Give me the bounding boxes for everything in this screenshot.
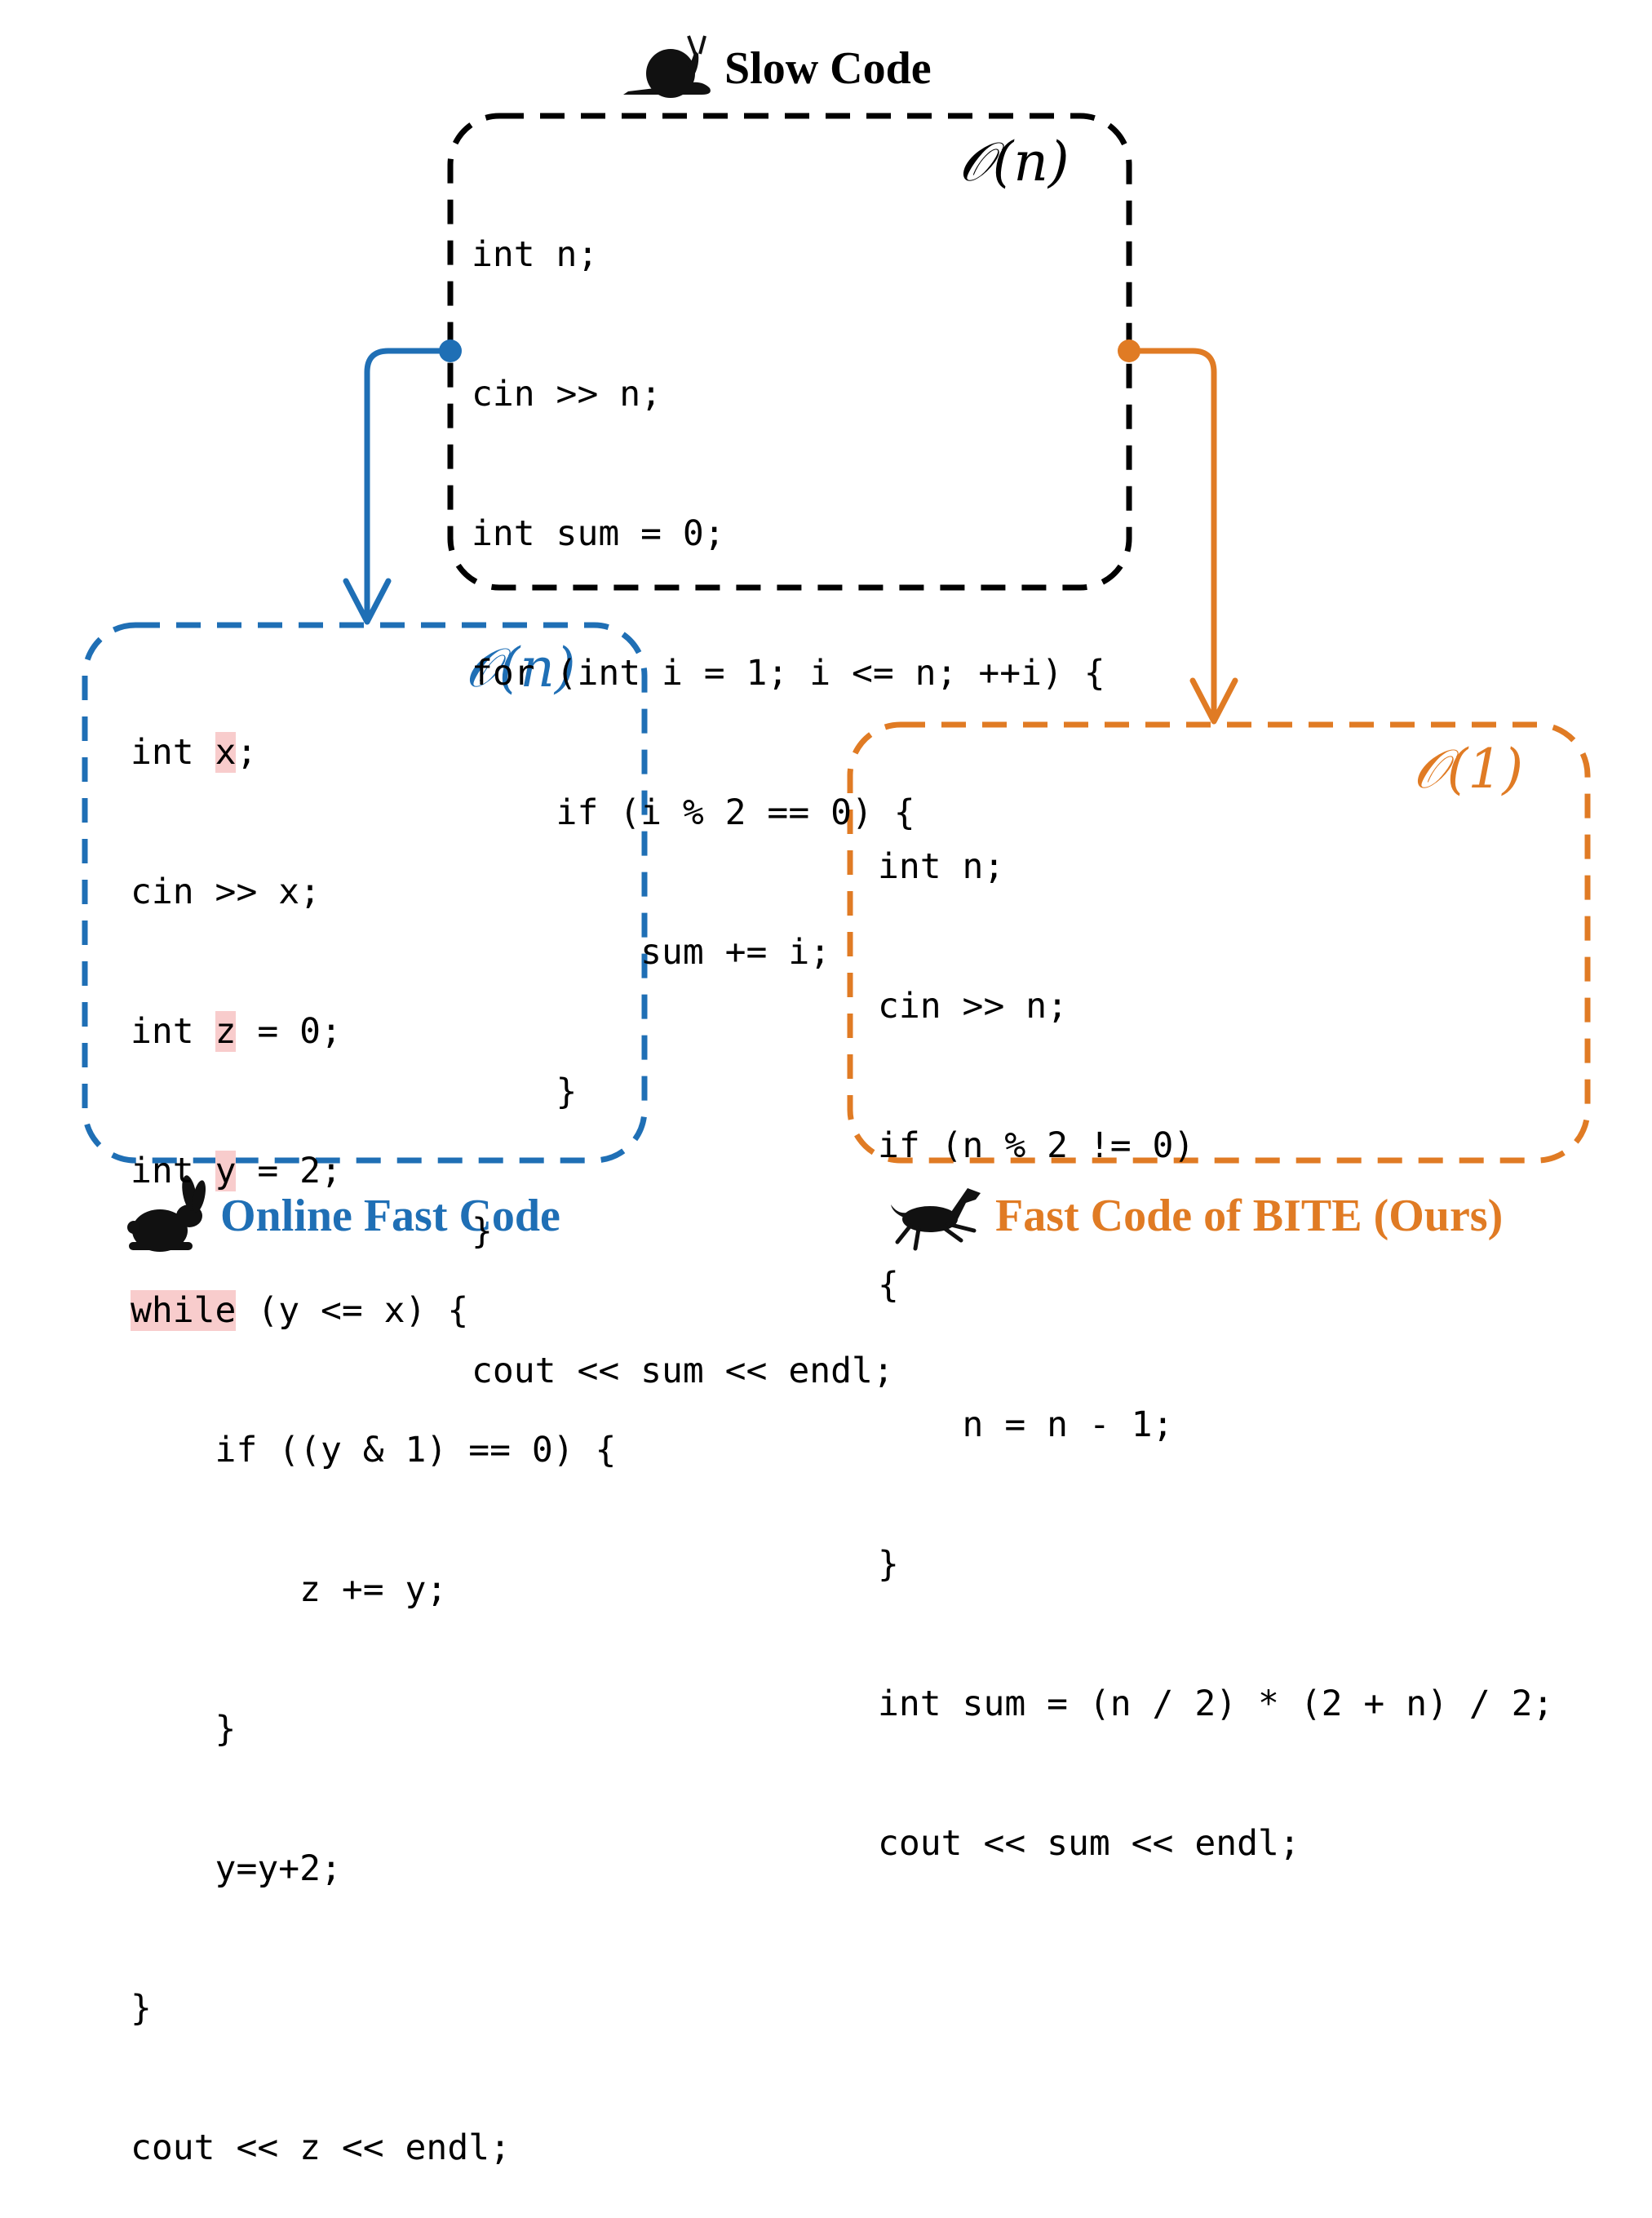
code-line: if ((y & 1) == 0) { — [131, 1430, 617, 1471]
code-line: n = n - 1; — [878, 1404, 1174, 1445]
code-line: y=y+2; — [131, 1848, 342, 1889]
code-line: int x; — [131, 732, 258, 773]
renamed-token-highlight: x — [215, 732, 237, 773]
slow-to-online-arrow — [343, 339, 462, 625]
code-line: z += y; — [131, 1569, 448, 1610]
bite-code-box — [847, 721, 1591, 1164]
renamed-token-highlight: z — [215, 1011, 237, 1052]
code-line: } — [131, 1709, 237, 1750]
bite-fast-code-title: Fast Code of BITE (Ours) — [995, 1191, 1504, 1241]
code-line: cin >> n; — [878, 986, 1068, 1027]
slow-code-title: Slow Code — [724, 43, 932, 94]
code-line: int sum = 0; — [472, 513, 725, 554]
code-line: while (y <= x) { — [131, 1290, 469, 1331]
code-line: { — [878, 1265, 899, 1306]
code-line: int sum = (n / 2) * (2 + n) / 2; — [878, 1683, 1554, 1724]
code-line: } — [472, 1071, 578, 1112]
bite-code-block: int n; cin >> n; if (n % 2 != 0) { n = n… — [878, 751, 1553, 1914]
slow-complexity-label: 𝒪(n) — [959, 131, 1070, 193]
code-line: } — [131, 1988, 152, 2029]
online-code-block: int x; cin >> x; int z = 0; int y = 2; w… — [131, 637, 616, 2218]
code-line: } — [878, 1544, 899, 1585]
code-line: cout << z << endl; — [131, 2127, 511, 2168]
online-code-box — [82, 622, 648, 1164]
bite-complexity-label: 𝒪(1) — [1413, 738, 1524, 801]
code-line: } — [472, 1211, 493, 1252]
code-line: int y = 2; — [131, 1151, 342, 1191]
horse-icon — [891, 1188, 981, 1251]
online-complexity-label: 𝒪(n) — [465, 637, 576, 699]
rabbit-icon — [127, 1175, 206, 1252]
code-line: sum += i; — [472, 932, 831, 973]
code-line: if (i % 2 == 0) { — [472, 792, 915, 833]
snail-icon — [623, 35, 711, 98]
code-line: for (int i = 1; i <= n; ++i) { — [472, 653, 1105, 694]
code-line: cin >> x; — [131, 872, 321, 912]
renamed-token-highlight: y — [215, 1151, 237, 1191]
code-line: if (n % 2 != 0) — [878, 1125, 1195, 1166]
diagram-canvas — [82, 35, 1591, 1252]
slow-to-bite-arrow — [1118, 339, 1238, 725]
code-line: cout << sum << endl; — [878, 1823, 1300, 1864]
code-line: int n; — [878, 846, 1005, 887]
code-line: int z = 0; — [131, 1011, 342, 1052]
code-line: int n; — [472, 234, 599, 275]
code-line: cin >> n; — [472, 374, 662, 415]
online-fast-code-title: Online Fast Code — [220, 1191, 560, 1241]
slow-code-box — [447, 113, 1132, 591]
